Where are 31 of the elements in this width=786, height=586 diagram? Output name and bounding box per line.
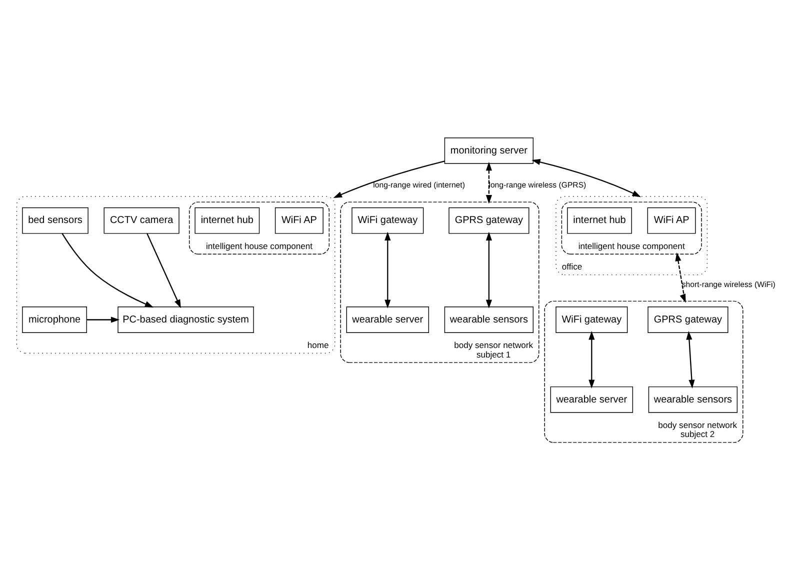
edge-label: long-range wireless (GPRS) <box>488 180 586 190</box>
node-box: WiFi gateway <box>352 207 424 234</box>
node-box: wearable server <box>346 306 430 333</box>
arrow <box>86 316 120 323</box>
node-box: wearable server <box>550 386 634 413</box>
edge-label: short-range wireless (WiFi) <box>682 280 776 289</box>
node-box: CCTV camera <box>104 207 180 234</box>
arrow <box>486 162 492 204</box>
arrow <box>146 233 181 308</box>
node-box: PC-based diagnostic system <box>118 306 254 333</box>
arrow <box>532 159 641 198</box>
node-box: monitoring server <box>444 138 534 164</box>
arrow <box>675 252 686 303</box>
node-box: bed sensors <box>22 207 88 234</box>
arrow <box>486 232 492 308</box>
arrow <box>686 331 695 388</box>
edge-label: long-range wired (internet) <box>373 180 465 190</box>
node-box: GPRS gateway <box>448 207 530 234</box>
node-box: WiFi gateway <box>556 306 628 333</box>
node-box: wearable sensors <box>444 306 534 333</box>
node-box: WiFi AP <box>647 207 696 234</box>
node-box: internet hub <box>567 207 632 234</box>
node-box: WiFi AP <box>274 207 324 234</box>
arrow <box>588 331 595 388</box>
node-box: GPRS gateway <box>648 306 728 333</box>
arrow <box>62 233 154 308</box>
node-box: wearable sensors <box>648 386 738 413</box>
arrow <box>384 232 391 308</box>
node-box: microphone <box>22 306 87 333</box>
node-box: internet hub <box>194 207 260 234</box>
arrow <box>333 160 445 198</box>
